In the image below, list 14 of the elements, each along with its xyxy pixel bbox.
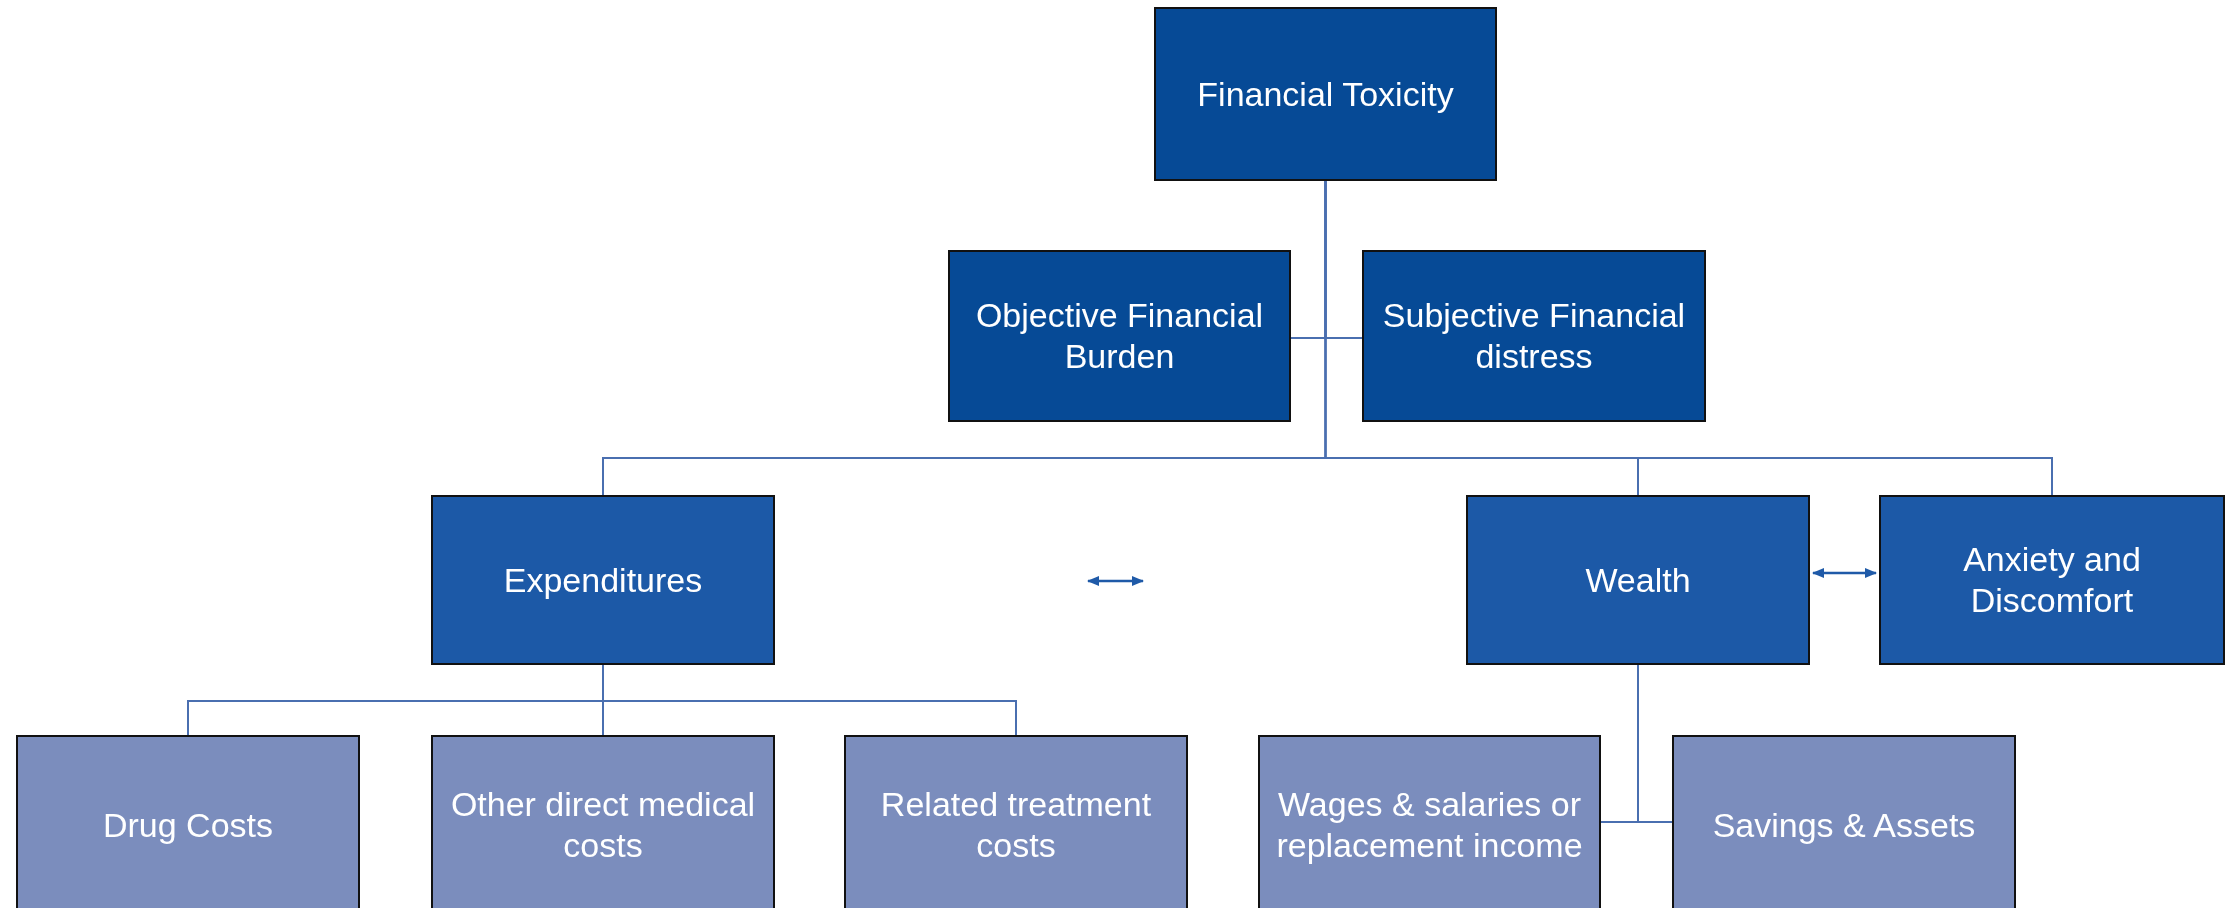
connector-line — [1324, 180, 2053, 496]
category-box: Other direct medical costs — [431, 735, 775, 908]
double-arrow — [1811, 568, 1878, 578]
category-box: Drug Costs — [16, 735, 360, 908]
category-box: Savings & Assets — [1672, 735, 2016, 908]
connector-line — [1637, 664, 1673, 823]
category-box: Expenditures — [431, 495, 775, 665]
category-box: Objective Financial Burden — [948, 250, 1291, 422]
category-box: Wealth — [1466, 495, 1810, 665]
category-box: Subjective Financial distress — [1362, 250, 1706, 422]
category-box: Financial Toxicity — [1154, 7, 1497, 181]
category-box: Related treatment costs — [844, 735, 1188, 908]
category-box: Anxiety and Discomfort — [1879, 495, 2225, 665]
category-box: Wages & salaries or replacement income — [1258, 735, 1601, 908]
